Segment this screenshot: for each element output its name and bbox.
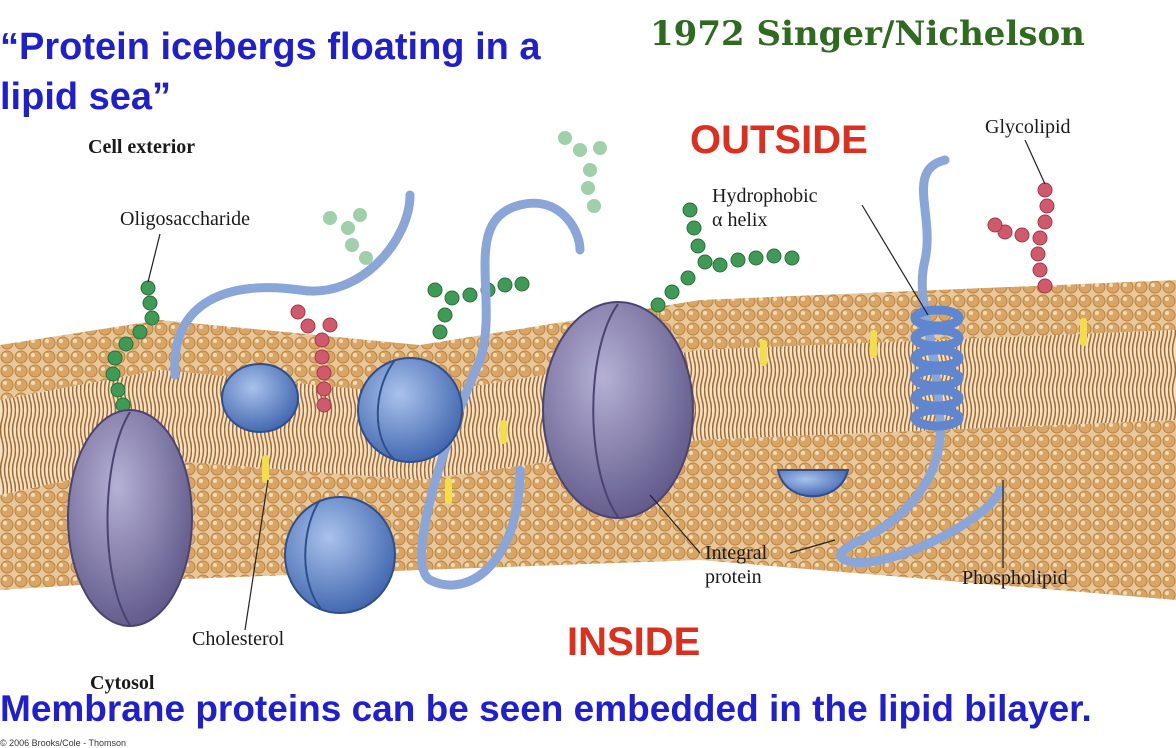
faded-oligosaccharides bbox=[323, 131, 607, 265]
cholesterol-molecules bbox=[262, 318, 1087, 504]
label-cytosol: Cytosol bbox=[90, 672, 155, 694]
model-credit: 1972 Singer/Nichelson bbox=[650, 14, 1085, 54]
glycolipid-chains bbox=[290, 182, 1055, 413]
region-inside: INSIDE bbox=[567, 620, 701, 664]
leader-lines bbox=[147, 139, 1046, 631]
label-oligosaccharide: Oligosaccharide bbox=[120, 208, 250, 230]
integral-proteins bbox=[67, 301, 694, 627]
polypeptide-ribbons bbox=[170, 155, 1005, 590]
hydrophobic-line-1: Hydrophobic bbox=[712, 185, 818, 207]
label-cell-exterior: Cell exterior bbox=[88, 136, 196, 158]
quote-line-2: lipid sea” bbox=[0, 76, 172, 118]
integral-line-2: protein bbox=[705, 566, 762, 588]
quote-title: “Protein icebergs floating in a lipid se… bbox=[0, 22, 600, 122]
alpha-helix bbox=[910, 305, 964, 431]
copyright: © 2006 Brooks/Cole - Thomson bbox=[0, 738, 127, 748]
label-glycolipid: Glycolipid bbox=[985, 116, 1071, 138]
integral-line-1: Integral bbox=[705, 542, 768, 564]
label-cholesterol: Cholesterol bbox=[192, 628, 285, 650]
label-phospholipid: Phospholipid bbox=[962, 567, 1068, 589]
quote-line-1: “Protein icebergs floating in a bbox=[0, 26, 541, 68]
label-integral-protein: Integral protein bbox=[705, 541, 767, 589]
label-hydrophobic-helix: Hydrophobic α helix bbox=[712, 184, 818, 232]
hydrophobic-line-2: α helix bbox=[712, 209, 768, 231]
region-outside: OUTSIDE bbox=[690, 118, 868, 162]
caption: Membrane proteins can be seen embedded i… bbox=[0, 688, 1092, 729]
peripheral-proteins bbox=[221, 357, 850, 614]
